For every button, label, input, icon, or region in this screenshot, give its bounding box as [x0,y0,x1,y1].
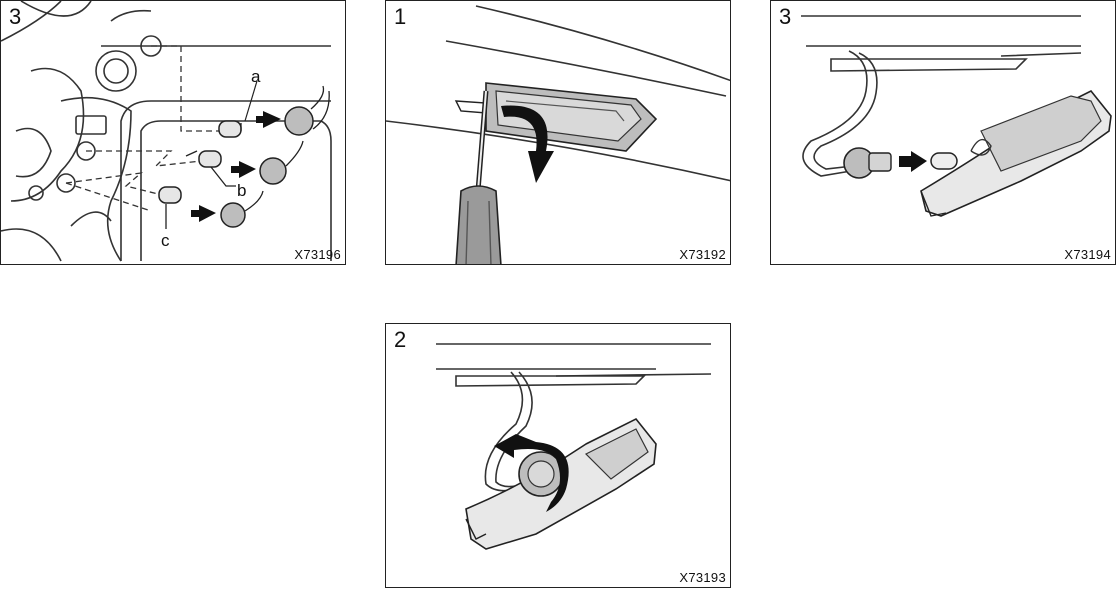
figure-code: X73193 [679,570,726,585]
figure-code: X73192 [679,247,726,262]
illustration-lamp-housing [1,1,346,265]
step-number: 1 [394,5,406,29]
callout-label-c: c [161,231,170,251]
bulb-b [199,151,221,167]
illustration-license-lamp-bulb [771,1,1116,265]
step-number: 3 [779,5,791,29]
bulb-a [219,121,241,137]
illustration-screwdriver-lens [386,1,731,265]
figure-panel-bulb-socket: 3 X73194 [770,0,1116,265]
step-number: 2 [394,328,406,352]
callout-label-a: a [251,67,260,87]
figure-panel-socket-twist: 2 X73193 [385,323,731,588]
illustration-socket-removal [386,324,731,588]
step-number: 3 [9,5,21,29]
figure-panel-bulb-removal: 3 a b c X73196 [0,0,346,265]
figure-code: X73194 [1064,247,1111,262]
figure-code: X73196 [294,247,341,262]
figure-panel-screwdriver: 1 X73192 [385,0,731,265]
callout-label-b: b [237,181,246,201]
bulb-c [159,187,181,203]
